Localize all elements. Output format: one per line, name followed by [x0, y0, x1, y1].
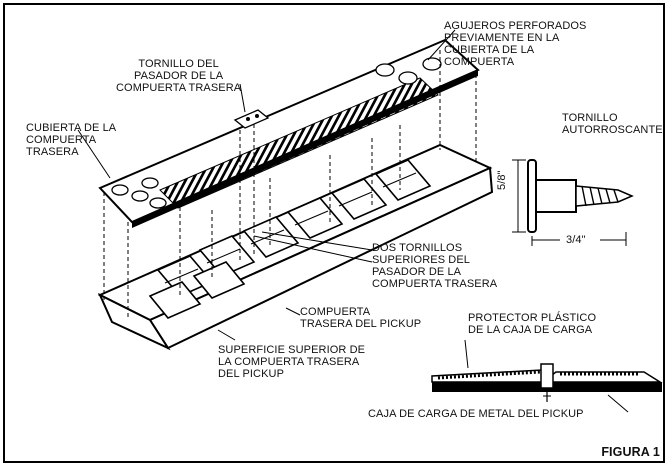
- label-line: DE LA CAJA DE CARGA: [468, 324, 593, 336]
- label-top-surface: SUPERFICIE SUPERIOR DE LA COMPUERTA TRAS…: [218, 344, 365, 380]
- label-line: DOS TORNILLOS: [372, 242, 463, 254]
- pickup-tailgate: [97, 143, 494, 351]
- label-line: COMPUERTA TRASERA: [116, 82, 242, 94]
- label-line: AUTORROSCANTE: [562, 124, 663, 136]
- label-line: PASADOR DE LA: [134, 70, 224, 82]
- bed-protector-detail: [431, 363, 663, 402]
- label-cover: CUBIERTA DE LA COMPUERTA TRASERA: [26, 122, 116, 158]
- label-line: COMPUERTA: [26, 134, 97, 146]
- label-line: TORNILLO DEL: [138, 58, 219, 70]
- label-self-tapping-screw: TORNILLO AUTORROSCANTE: [562, 112, 663, 136]
- label-line: DEL PICKUP: [218, 368, 285, 380]
- label-predrilled-holes: AGUJEROS PERFORADOS PREVIAMENTE EN LA CU…: [444, 20, 586, 68]
- self-tapping-screw-detail: [512, 159, 634, 246]
- leader-lines: [77, 29, 629, 413]
- label-line: SUPERFICIE SUPERIOR DE: [218, 344, 366, 356]
- label-line: CUBIERTA DE LA: [444, 44, 535, 56]
- label-line: AGUJEROS PERFORADOS: [444, 20, 587, 32]
- label-line: PASADOR DE LA: [372, 266, 462, 278]
- label-two-top-screws: DOS TORNILLOS SUPERIORES DEL PASADOR DE …: [372, 242, 497, 290]
- tailgate-cover: [98, 38, 480, 228]
- label-line: TRASERA: [26, 146, 79, 158]
- label-line: CUBIERTA DE LA: [26, 122, 117, 134]
- label-line: COMPUERTA: [444, 56, 515, 68]
- label-line: TORNILLO: [562, 112, 618, 124]
- label-line: COMPUERTA: [300, 306, 371, 318]
- dimension-width: 3/4": [566, 234, 586, 246]
- label-line: PROTECTOR PLÁSTICO: [468, 312, 597, 324]
- dimension-height: 5/8": [496, 170, 508, 190]
- label-line: LA COMPUERTA TRASERA: [218, 356, 360, 368]
- label-pickup-tailgate: COMPUERTA TRASERA DEL PICKUP: [300, 306, 421, 330]
- label-line: SUPERIORES DEL: [372, 254, 470, 266]
- label-latch-screw: TORNILLO DEL PASADOR DE LA COMPUERTA TRA…: [116, 58, 241, 94]
- label-line: COMPUERTA TRASERA: [372, 278, 498, 290]
- alignment-lines: [103, 50, 477, 318]
- label-metal-cargo-box: CAJA DE CARGA DE METAL DEL PICKUP: [368, 408, 584, 420]
- label-bed-protector: PROTECTOR PLÁSTICO DE LA CAJA DE CARGA: [468, 312, 596, 336]
- figure-title: FIGURA 1: [601, 445, 660, 459]
- label-line: PREVIAMENTE EN LA: [444, 32, 560, 44]
- label-line: TRASERA DEL PICKUP: [300, 318, 422, 330]
